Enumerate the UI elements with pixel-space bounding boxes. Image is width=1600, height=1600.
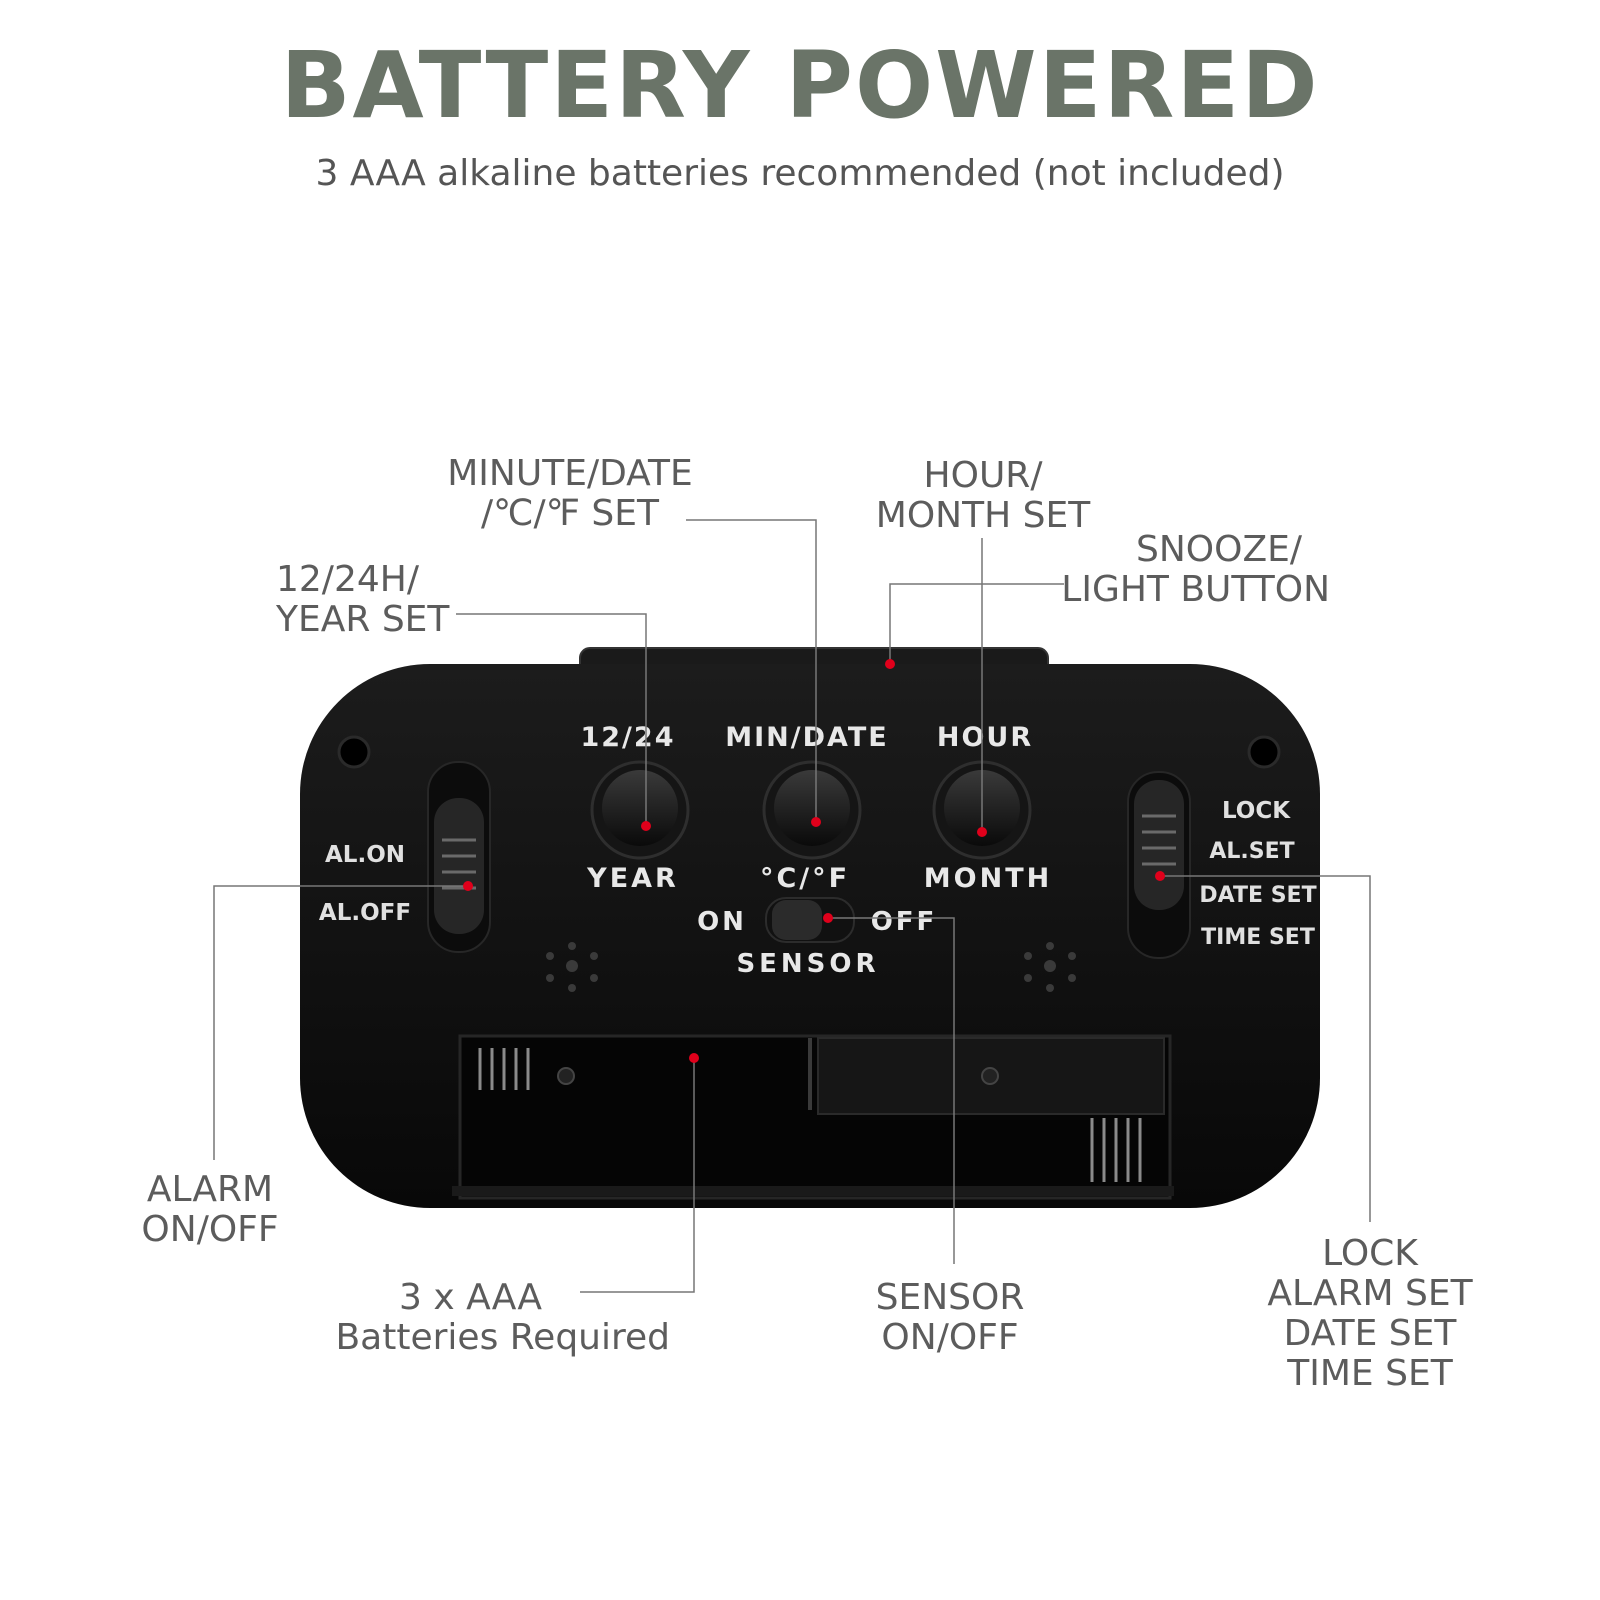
label-sensor: SENSOR <box>736 949 879 979</box>
callout-line: LOCK <box>1322 1233 1418 1274</box>
callout-line: ON/OFF <box>881 1317 1019 1358</box>
alarm-switch-slider[interactable] <box>434 798 484 934</box>
callout-line: TIME SET <box>1287 1353 1453 1394</box>
callout-line: /℃/℉ SET <box>481 493 659 534</box>
label-hour: HOUR <box>937 722 1033 753</box>
label-month: MONTH <box>924 863 1052 894</box>
callout-line: SNOOZE/ <box>1136 529 1302 570</box>
label-sensor-on: ON <box>697 907 747 937</box>
year-button[interactable] <box>602 770 678 846</box>
callout-snooze-light: SNOOZE/ LIGHT BUTTON <box>1040 530 1330 610</box>
callout-line: DATE SET <box>1283 1313 1457 1354</box>
callout-mode-switch: LOCK ALARM SET DATE SET TIME SET <box>1250 1234 1490 1394</box>
callout-line: MONTH SET <box>875 495 1091 536</box>
label-date-set: DATE SET <box>1199 883 1316 908</box>
page-subtitle: 3 AAA alkaline batteries recommended (no… <box>315 153 1285 194</box>
callout-minute-date: MINUTE/DATE /℃/℉ SET <box>440 454 700 534</box>
label-al-set: AL.SET <box>1209 839 1294 864</box>
callout-sensor-onoff: SENSOR ON/OFF <box>860 1278 1040 1358</box>
mount-hole-left <box>337 735 371 769</box>
label-12-24: 12/24 <box>580 722 675 753</box>
speaker-grille-right <box>1024 942 1076 992</box>
callout-batteries: 3 x AAA Batteries Required <box>300 1278 670 1358</box>
mode-switch-slider[interactable] <box>1134 780 1184 910</box>
label-al-off: AL.OFF <box>319 900 411 926</box>
battery-tray-lip <box>452 1186 1174 1196</box>
speaker-grille-left <box>546 942 598 992</box>
min-date-button[interactable] <box>774 770 850 846</box>
callout-line: MINUTE/DATE <box>447 453 693 494</box>
battery-screw-left <box>557 1067 575 1085</box>
battery-spring-left <box>478 1048 530 1090</box>
callout-line: HOUR/ <box>923 455 1043 496</box>
callout-alarm-onoff: ALARM ON/OFF <box>120 1170 300 1250</box>
label-min-date: MIN/DATE <box>725 722 888 753</box>
callout-line: SENSOR <box>875 1277 1025 1318</box>
callout-line: ON/OFF <box>141 1209 279 1250</box>
battery-spring-right <box>1090 1118 1142 1182</box>
callout-line: YEAR SET <box>276 599 450 640</box>
callout-line: LIGHT BUTTON <box>1061 569 1330 610</box>
callout-line: Batteries Required <box>335 1317 670 1358</box>
mount-hole-right <box>1247 735 1281 769</box>
hour-button[interactable] <box>944 770 1020 846</box>
callout-line: 12/24H/ <box>276 559 419 600</box>
callout-line: ALARM SET <box>1267 1273 1473 1314</box>
mode-switch-grip <box>1142 814 1176 866</box>
label-sensor-off: OFF <box>871 907 938 937</box>
label-year: YEAR <box>586 863 679 894</box>
label-lock: LOCK <box>1222 798 1291 824</box>
label-time-set: TIME SET <box>1201 925 1315 950</box>
label-al-on: AL.ON <box>325 842 405 868</box>
sensor-switch-knob[interactable] <box>772 900 822 940</box>
callout-line: ALARM <box>146 1169 274 1210</box>
callout-hour-month: HOUR/ MONTH SET <box>858 456 1108 536</box>
callout-line: 3 x AAA <box>399 1277 542 1318</box>
callout-year-set: 12/24H/ YEAR SET <box>276 560 456 640</box>
page-title: BATTERY POWERED <box>280 32 1320 139</box>
label-celsius-fahrenheit: °C/°F <box>760 863 850 894</box>
battery-screw-right <box>981 1067 999 1085</box>
